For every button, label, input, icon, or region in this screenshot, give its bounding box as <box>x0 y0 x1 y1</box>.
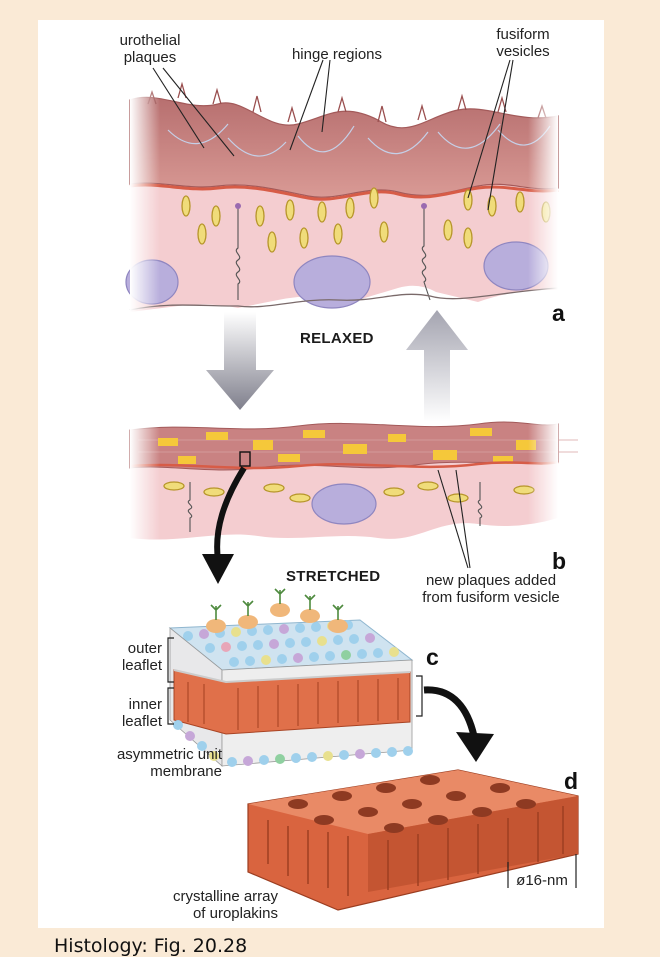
panel-letter-a: a <box>552 300 565 326</box>
stretch-arrow <box>206 312 274 410</box>
scale-label: ø16-nm <box>516 872 568 889</box>
urothelium-diagram <box>125 59 579 911</box>
scale-bar <box>507 854 577 888</box>
stretched-label: STRETCHED <box>286 568 381 585</box>
relaxed-label: RELAXED <box>300 330 374 347</box>
panel-letter-d: d <box>564 768 579 794</box>
leader-lines <box>152 59 514 569</box>
panel-letter-b: b <box>552 548 567 574</box>
relax-arrow <box>406 310 468 422</box>
zoom-arrow-d <box>423 686 478 737</box>
uroplakin-array <box>247 769 579 911</box>
zoom-arrow-c <box>214 466 247 561</box>
glycan-chains <box>206 588 348 633</box>
relaxed-urothelium <box>125 80 559 320</box>
stretched-urothelium <box>129 416 578 546</box>
unit-membrane <box>167 588 423 767</box>
figure-caption: Histology: Fig. 20.28 <box>54 935 248 957</box>
panel-letter-c: c <box>426 644 439 670</box>
zoom-box <box>239 451 251 467</box>
hinge-regions-label: hinge regions <box>291 46 383 63</box>
